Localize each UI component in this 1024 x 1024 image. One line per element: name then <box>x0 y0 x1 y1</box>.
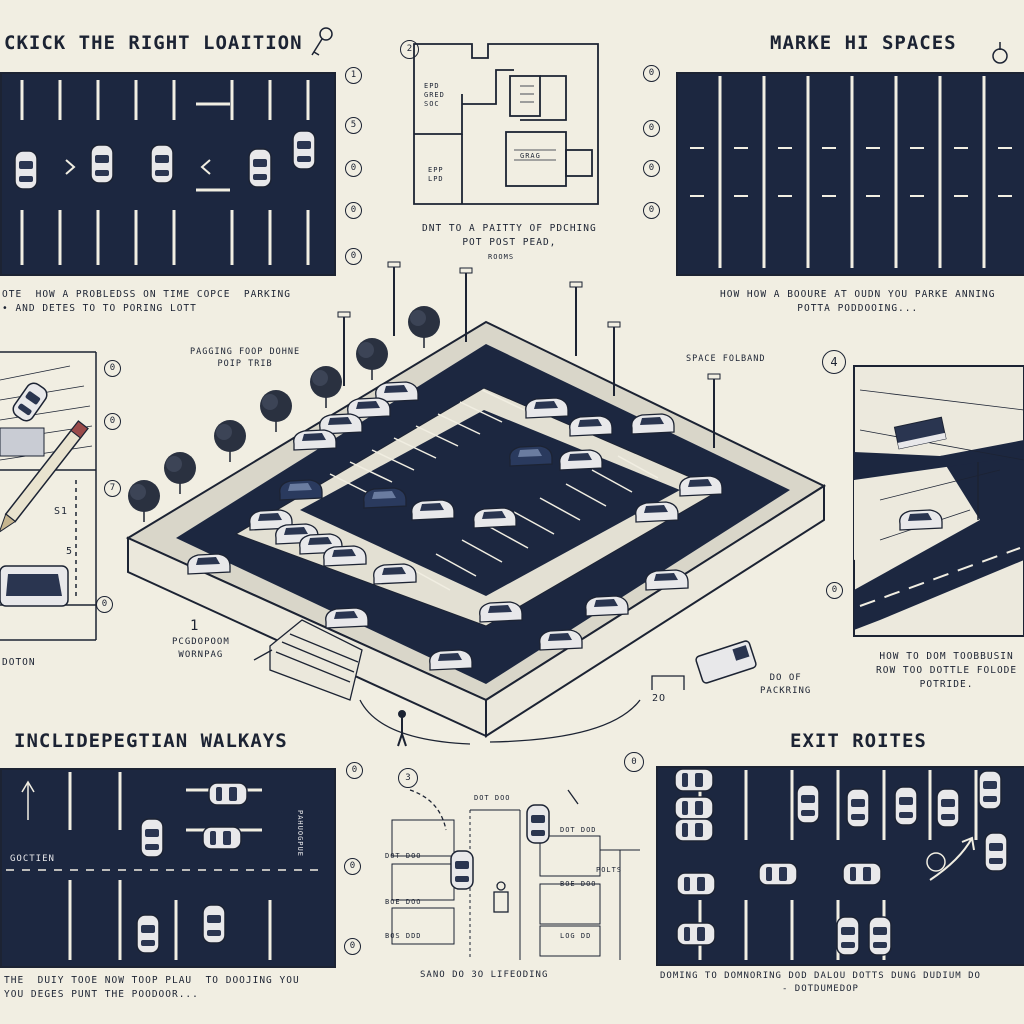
mid-left-badge-3: 7 <box>104 480 121 497</box>
mid-left-label-1: S1 <box>54 506 69 517</box>
bottom-right-badge-1: 0 <box>624 752 644 772</box>
mid-left-caption: DOTON <box>2 657 36 668</box>
center-label-bottom-right: DO OF PACKRING <box>760 673 812 696</box>
top-center-label-2: EPP LPD <box>428 166 444 183</box>
mid-right-badge-1: 0 <box>826 582 843 599</box>
top-left-badge-4: 0 <box>345 202 362 219</box>
mid-left-badge-4: 0 <box>96 596 113 613</box>
top-right-badge-3: 0 <box>643 160 660 177</box>
top-center-caption: DNT TO A PAITTY OF PDCHING POT POST PEAD… <box>422 223 597 248</box>
top-left-title: CKICK THE RIGHT LOAITION <box>4 32 303 54</box>
bottom-left-badge-1: 0 <box>346 762 363 779</box>
bottom-right-title: EXIT ROITES <box>790 730 927 752</box>
bottom-left-side-label: PAHUOGPUE <box>296 810 304 857</box>
top-left-badge-2: 5 <box>345 117 362 134</box>
mid-left-badge-1: 0 <box>104 360 121 377</box>
top-center-subcaption: ROOMS <box>488 253 515 261</box>
bottom-center-caption: SANO DO 3O LIFEODING <box>420 970 549 980</box>
bottom-center-label-2: DOT DOO <box>385 852 422 860</box>
top-right-title: MARKE HI SPACES <box>770 32 957 54</box>
bottom-center-label-4: BOE DOO <box>385 898 422 906</box>
bottom-left-badge-3: 0 <box>344 938 361 955</box>
bottom-left-title: INCLIDEPEGTIAN WALKAYS <box>14 730 288 752</box>
top-left-badge-1: 1 <box>345 67 362 84</box>
top-left-parking-panel <box>0 72 336 276</box>
top-left-caption: OTE HOW A PROBLEDSS ON TIME COPCE PARKIN… <box>2 289 291 314</box>
bottom-right-parking-panel <box>656 766 1024 966</box>
center-label-left: PCGDOPOOM WORNPAG <box>172 637 230 660</box>
bottom-center-label-7: POLTS <box>596 866 623 874</box>
center-label-top: PAGGING FOOP DOHNE POIP TRIB <box>190 347 301 369</box>
bottom-center-number: 3 <box>398 768 418 788</box>
top-right-badge-1: 0 <box>643 65 660 82</box>
top-right-parking-panel <box>676 72 1024 276</box>
top-center-label-1: EPD GRED SOC <box>424 82 445 108</box>
center-label-bottom-num: 2O <box>652 693 667 704</box>
top-right-badge-4: 0 <box>643 202 660 219</box>
center-label-left-num: 1 <box>190 618 200 634</box>
top-left-badge-5: 0 <box>345 248 362 265</box>
top-right-badge-2: 0 <box>643 120 660 137</box>
mid-right-number: 4 <box>822 350 846 374</box>
mid-right-label-1: 3 <box>870 436 878 447</box>
top-center-label-3: GRAG <box>520 152 541 160</box>
bottom-right-caption: DOMING TO DOMNORING DOD DALOU DOTTS DUNG… <box>660 971 981 994</box>
mid-left-badge-2: 0 <box>104 413 121 430</box>
top-right-caption: HOW HOW A BOOURE AT OUDN YOU PARKE ANNIN… <box>720 289 996 314</box>
bottom-left-section-label: GOCTIEN <box>10 854 55 864</box>
bottom-center-label-1: DOT DOO <box>474 794 511 802</box>
mid-left-label-2: 5 <box>66 546 74 557</box>
center-label-right: SPACE FOLBAND <box>686 354 766 364</box>
bottom-left-parking-panel <box>0 768 336 968</box>
bottom-center-label-6: BOE DOO <box>560 880 597 888</box>
bottom-center-label-3: DOT DOD <box>560 826 597 834</box>
top-center-number: 2 <box>400 40 419 59</box>
bottom-center-label-8: LOG DD <box>560 932 592 940</box>
top-left-badge-3: 0 <box>345 160 362 177</box>
bottom-center-label-5: BOS DDD <box>385 932 422 940</box>
mid-right-caption: HOW TO DOM TOOBBUSIN ROW TOO DOTTLE FOLO… <box>876 651 1018 690</box>
bottom-left-caption: THE DUIY TOOE NOW TOOP PLAU TO DOOJING Y… <box>4 975 300 1000</box>
bottom-left-badge-2: 0 <box>344 858 361 875</box>
